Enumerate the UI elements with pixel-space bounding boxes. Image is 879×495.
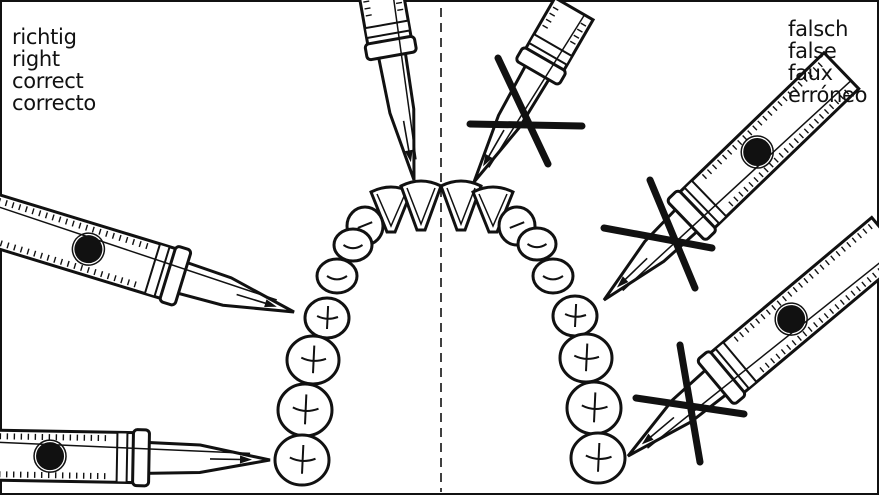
- tooth: [571, 433, 625, 483]
- tooth: [518, 228, 556, 260]
- tooth: [305, 298, 349, 338]
- tooth: [334, 229, 372, 261]
- wrong-labels: falsch false faux erróneo: [788, 18, 867, 106]
- instrument-bottom-correct: [0, 427, 270, 488]
- label-correct-de: richtig: [12, 26, 96, 48]
- instrument-top-wrong: [452, 0, 595, 194]
- tooth: [553, 296, 597, 336]
- tooth: [560, 334, 612, 382]
- dental-arch: [275, 181, 625, 485]
- instrument-left-correct: [0, 191, 302, 340]
- label-wrong-de: falsch: [788, 18, 867, 40]
- label-correct-es: correcto: [12, 92, 96, 114]
- tooth: [287, 336, 339, 384]
- correct-labels: richtig right correct correcto: [12, 26, 96, 114]
- tooth: [401, 181, 441, 230]
- label-correct-fr: correct: [12, 70, 96, 92]
- tooth: [275, 435, 329, 485]
- tooth: [278, 384, 332, 436]
- tooth: [567, 382, 621, 434]
- tooth: [533, 259, 573, 293]
- label-wrong-es: erróneo: [788, 84, 867, 106]
- tooth: [317, 259, 357, 293]
- tooth: [441, 181, 481, 230]
- label-correct-en: right: [12, 48, 96, 70]
- label-wrong-fr: faux: [788, 62, 867, 84]
- instrument-top-correct: [355, 0, 439, 184]
- label-wrong-en: false: [788, 40, 867, 62]
